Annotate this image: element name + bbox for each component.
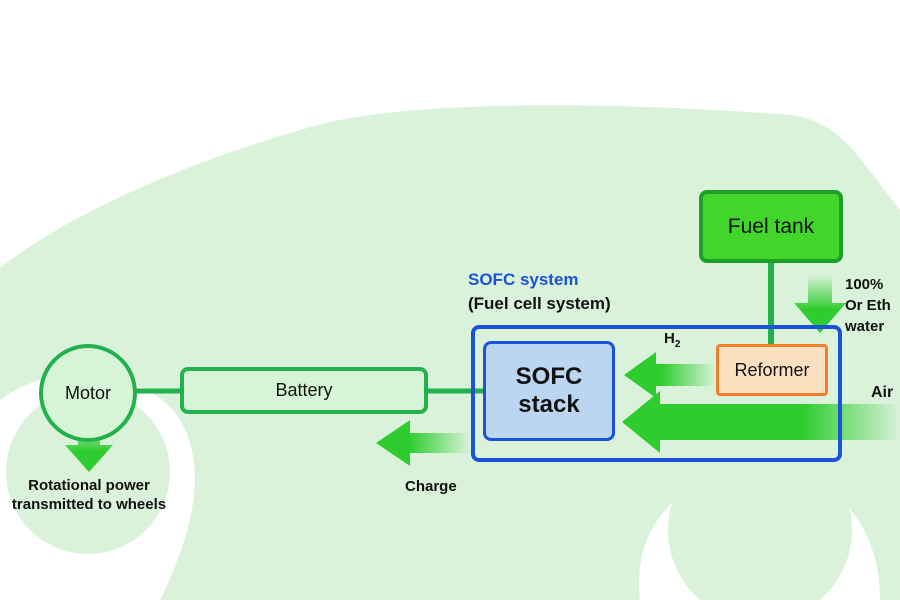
fuel-tank-node: Fuel tank (699, 190, 843, 263)
rear-wheel (668, 438, 852, 600)
battery-node: Battery (180, 367, 428, 414)
sofc-system-frame (471, 325, 842, 462)
rotation-arrow (65, 420, 113, 472)
h2-label-sub: 2 (674, 339, 681, 350)
rotational-power-label-line2: transmitted to wheels (11, 496, 167, 513)
h2-label-base: H (664, 330, 675, 347)
fuel-input-arrow (794, 275, 846, 333)
fuel-note-line2: Or Eth (845, 297, 891, 314)
front-wheel (6, 390, 170, 554)
fuel-tank-label: Fuel tank (727, 214, 815, 238)
sofc-system-subtitle: (Fuel cell system) (468, 294, 611, 313)
charge-arrow (376, 420, 470, 466)
sofc-stack-node: SOFC stack (483, 341, 615, 441)
air-flow-arrow (622, 391, 900, 453)
battery-label: Battery (275, 380, 333, 400)
reformer-node: Reformer (716, 344, 828, 396)
h2-label: H2 (664, 330, 680, 350)
rotational-power-label-line1: Rotational power (28, 477, 150, 494)
h2-flow-arrow (624, 352, 716, 398)
sofc-stack-label-line1: SOFC (515, 363, 583, 391)
air-label: Air (871, 384, 894, 401)
sofc-system-title: SOFC system (468, 270, 579, 289)
fuel-note-line3: water (845, 318, 885, 335)
fuel-note-line1: 100% (845, 276, 884, 293)
reformer-label: Reformer (734, 359, 810, 380)
motor-node: Motor (39, 344, 137, 442)
motor-label: Motor (64, 382, 111, 403)
sofc-stack-label-line2: stack (518, 391, 580, 418)
charge-label: Charge (405, 478, 457, 495)
car-body-silhouette (0, 105, 900, 600)
